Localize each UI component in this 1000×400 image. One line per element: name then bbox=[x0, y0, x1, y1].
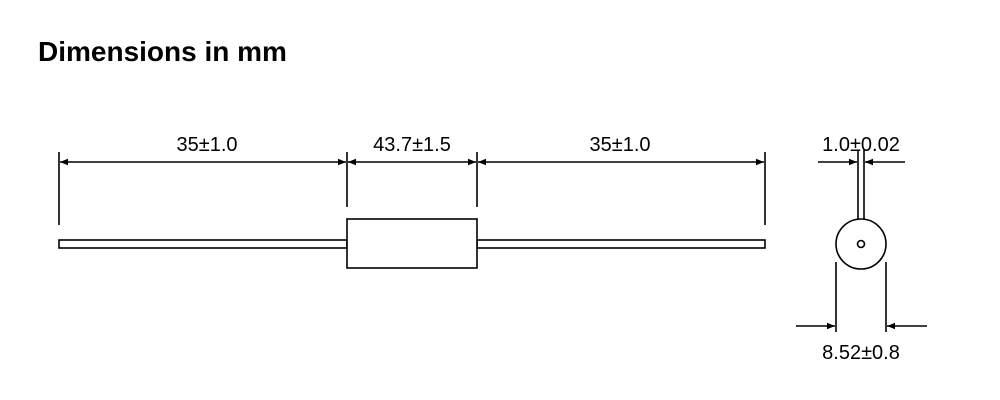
dim-label-left-lead: 35±1.0 bbox=[176, 134, 237, 156]
component-body bbox=[346, 218, 478, 269]
dim-label-body-length: 43.7±1.5 bbox=[373, 134, 451, 156]
page-title: Dimensions in mm bbox=[38, 36, 287, 67]
extension-lines bbox=[58, 152, 766, 225]
dim-label-lead-diameter: 1.0±0.02 bbox=[822, 134, 900, 156]
dim-label-right-lead: 35±1.0 bbox=[589, 134, 650, 156]
component-end-view bbox=[835, 150, 887, 332]
component-side-view bbox=[58, 218, 766, 269]
body-circle bbox=[835, 218, 887, 270]
left-lead bbox=[58, 239, 348, 249]
lead-circle bbox=[856, 239, 866, 249]
right-lead bbox=[476, 239, 766, 249]
dim-label-body-diameter: 8.52±0.8 bbox=[822, 342, 900, 364]
